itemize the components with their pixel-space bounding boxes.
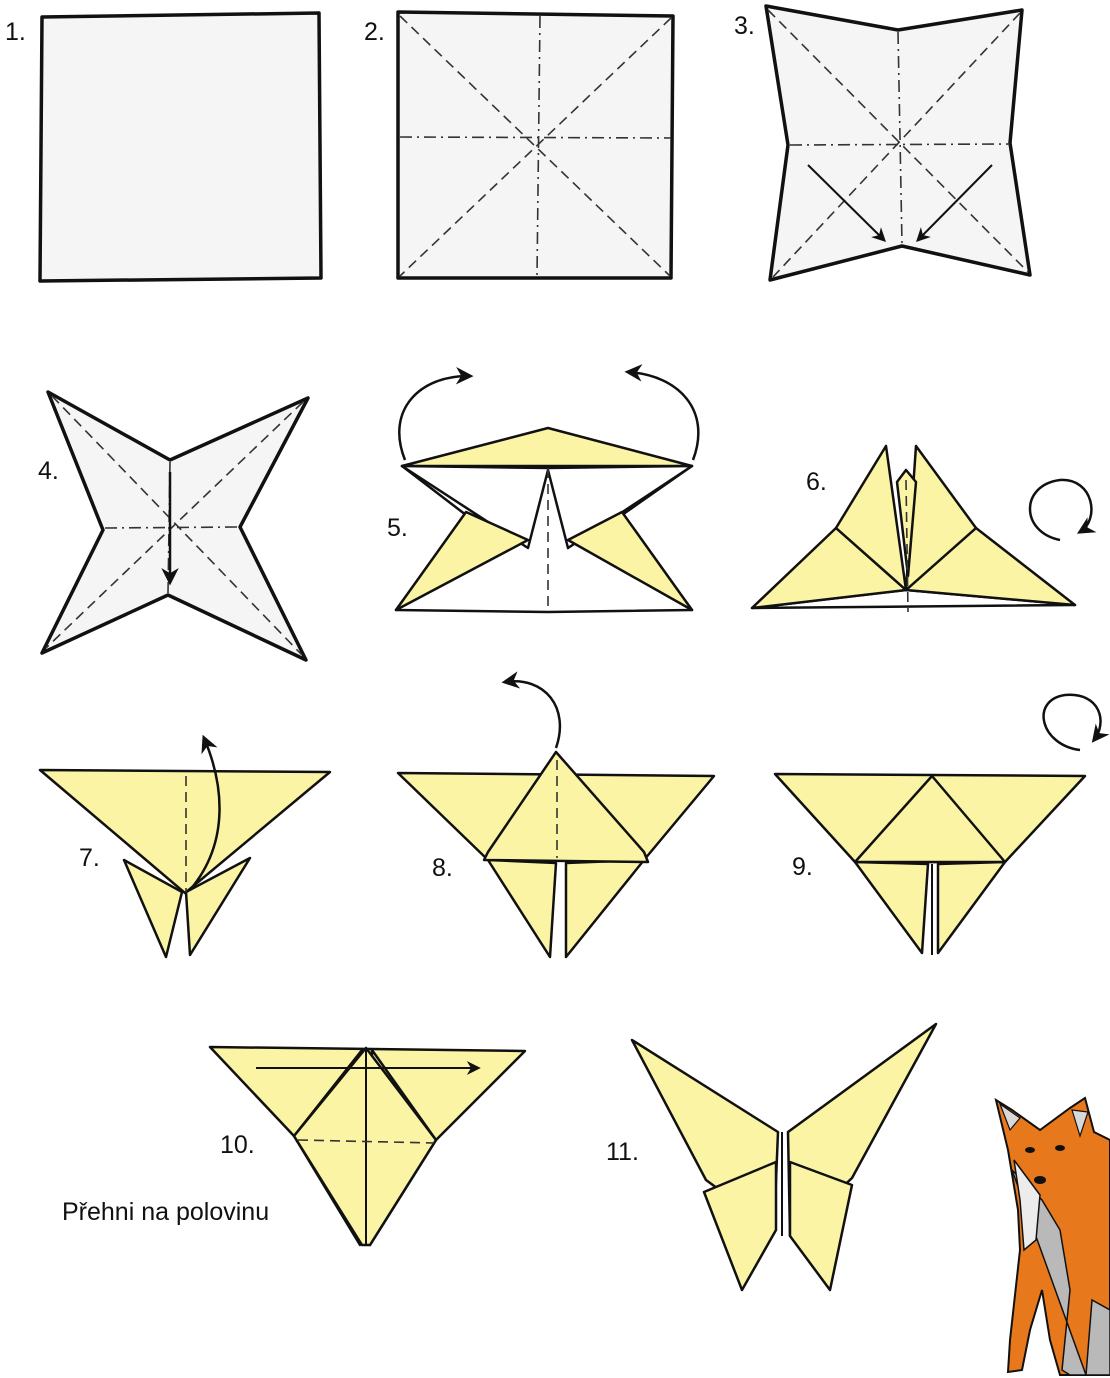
curved-arrow-icon (398, 366, 474, 461)
step-1-figure (38, 11, 323, 283)
step-label-5: 5. (387, 514, 408, 542)
step-label-8: 8. (432, 854, 453, 882)
step-3-figure (764, 4, 1032, 282)
step-label-1: 1. (5, 18, 26, 46)
step-label-9: 9. (792, 853, 813, 881)
curved-arrow-icon (501, 671, 562, 749)
step-label-7: 7. (79, 844, 100, 872)
step-10-figure (208, 1045, 527, 1247)
rotate-arrow-icon (1028, 478, 1097, 542)
step-6-figure (750, 444, 1097, 613)
fox-illustration (994, 1096, 1110, 1376)
step-4-figure (40, 390, 310, 662)
step-5-figure (394, 364, 700, 614)
step-9-figure (773, 693, 1110, 955)
instruction-text: Přehni na polovinu (62, 1198, 270, 1226)
straight-arrow-icon (807, 164, 886, 242)
step-7-figure (38, 734, 332, 959)
step-label-11: 11. (606, 1138, 639, 1166)
step-label-3: 3. (734, 12, 755, 40)
step-label-2: 2. (364, 18, 385, 46)
step-8-figure (396, 671, 716, 959)
straight-arrow-icon (916, 164, 993, 242)
step-2-figure (396, 10, 675, 280)
step-11-figure (630, 1022, 938, 1292)
step-label-4: 4. (38, 457, 59, 485)
curved-arrow-icon (189, 734, 221, 891)
curved-arrow-icon (624, 364, 700, 461)
rotate-arrow-icon (1042, 693, 1110, 752)
step-label-6: 6. (806, 468, 827, 496)
step-label-10: 10. (220, 1131, 255, 1159)
